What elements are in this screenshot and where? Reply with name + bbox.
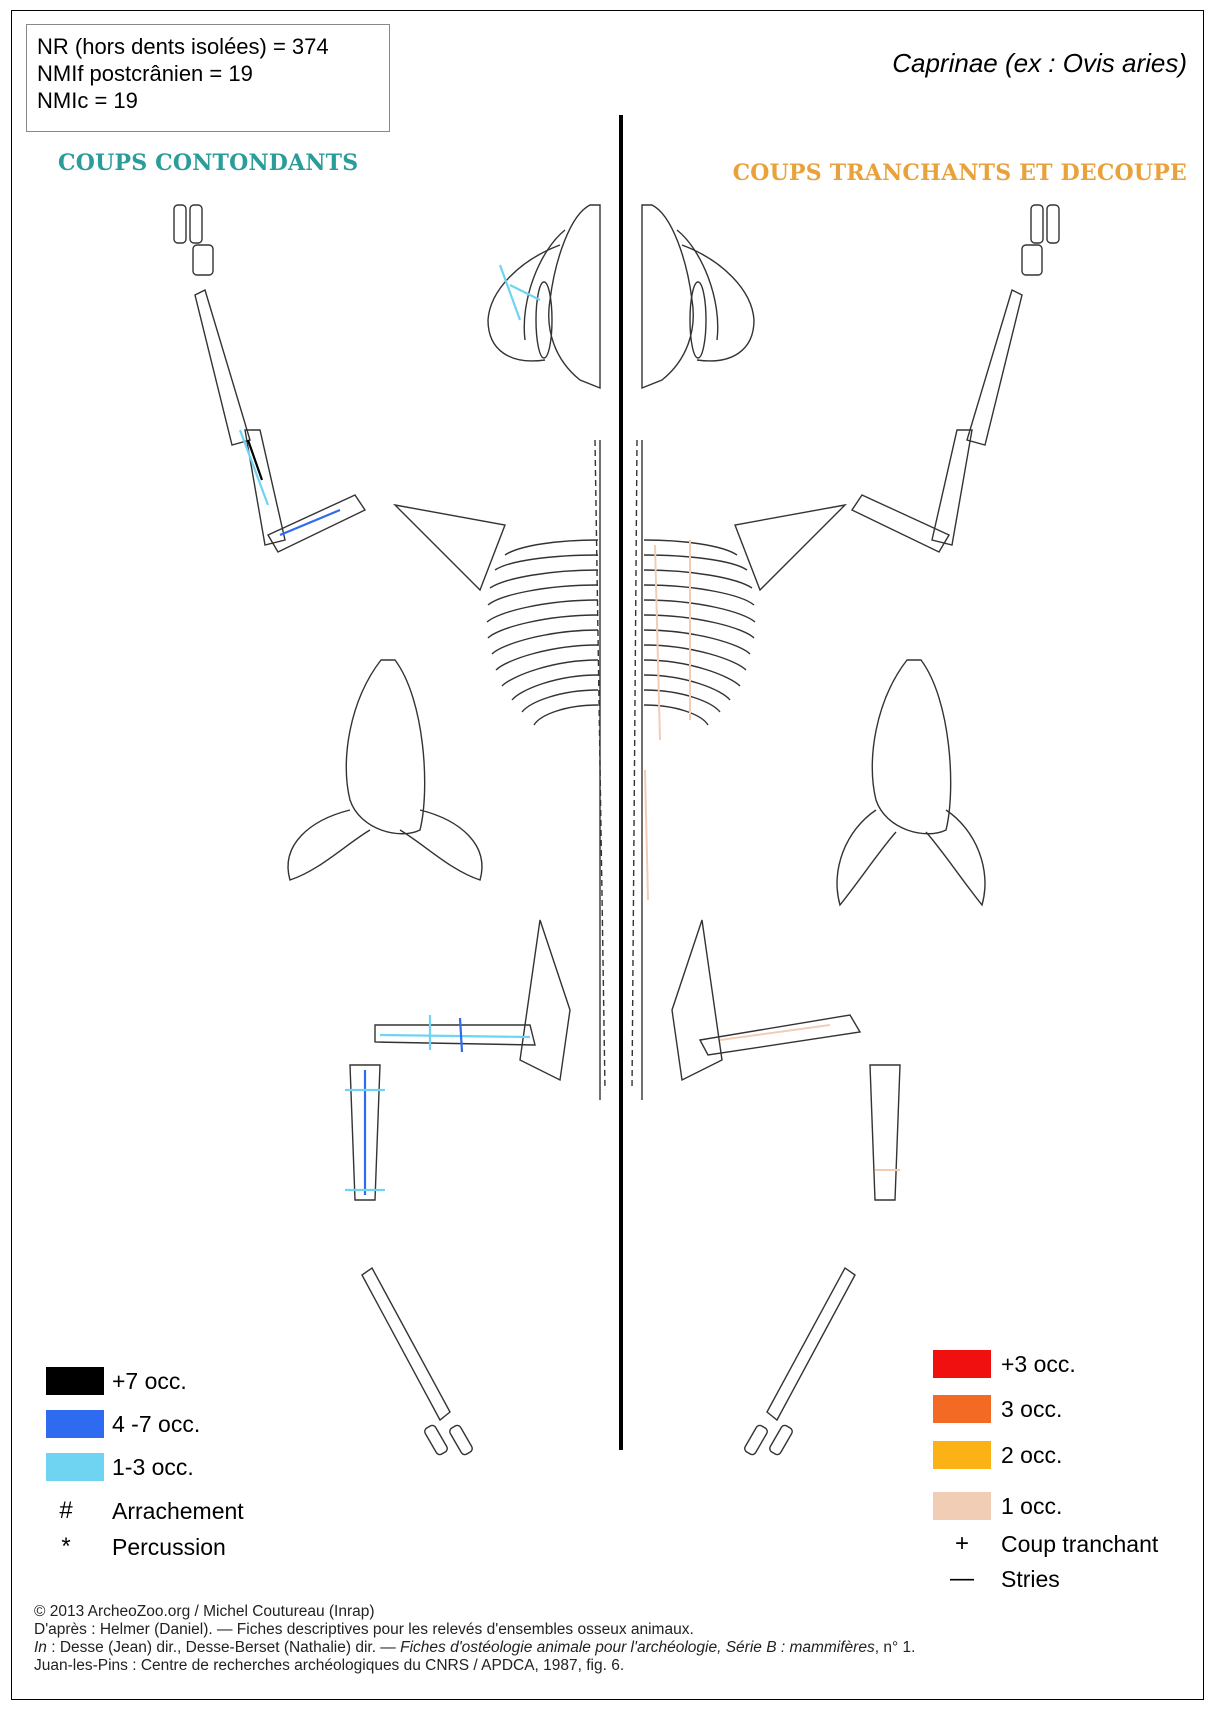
legend-left-row-1-3: 1-3 occ. [46,1453,194,1481]
legend-right-row-1: 1 occ. [933,1492,1062,1520]
legend-symbol-star: * [46,1533,86,1561]
femur-right [700,1015,860,1055]
legend-label-1-3: 1-3 occ. [112,1454,194,1481]
credits-editors: : Desse (Jean) dir., Desse-Berset (Natha… [47,1639,400,1656]
legend-right-row-plus3: +3 occ. [933,1350,1076,1378]
credits: © 2013 ArcheoZoo.org / Michel Coutureau … [34,1603,915,1675]
legend-swatch-4-7 [46,1410,104,1438]
left-forelimb [174,205,365,552]
legend-label-percussion: Percussion [112,1534,226,1561]
legend-label-3: 3 occ. [1001,1396,1062,1423]
legend-symbol-line: — [933,1565,991,1593]
horned-skull-right [837,660,985,905]
blunt-marks [240,265,540,1195]
legend-swatch-plus3 [933,1350,991,1378]
right-hindfoot [743,1268,855,1456]
credits-publisher: Juan-les-Pins : Centre de recherches arc… [34,1657,915,1675]
scapula-right [735,505,845,590]
legend-left-row-plus7: +7 occ. [46,1367,187,1395]
horned-skull-left [288,660,482,880]
legend-symbol-plus: + [933,1530,991,1558]
credits-copyright: © 2013 ArcheoZoo.org / Michel Coutureau … [34,1603,915,1621]
pelvis-right [672,920,722,1080]
legend-right-row-3: 3 occ. [933,1395,1062,1423]
legend-left-row-percussion: * Percussion [46,1533,226,1561]
legend-label-plus3: +3 occ. [1001,1351,1076,1378]
left-hindfoot [362,1268,474,1456]
legend-right-row-coup: + Coup tranchant [933,1530,1158,1558]
legend-label-plus7: +7 occ. [112,1368,187,1395]
legend-right-row-2: 2 occ. [933,1441,1062,1469]
legend-label-coup-tranchant: Coup tranchant [1001,1531,1158,1558]
legend-swatch-3 [933,1395,991,1423]
legend-swatch-1-3 [46,1453,104,1481]
legend-label-1: 1 occ. [1001,1493,1062,1520]
legend-label-2: 2 occ. [1001,1442,1062,1469]
legend-left-row-4-7: 4 -7 occ. [46,1410,200,1438]
credits-source: D'après : Helmer (Daniel). — Fiches desc… [34,1621,915,1639]
scapula-left [395,505,505,590]
vertebral-column [595,440,642,1100]
legend-label-4-7: 4 -7 occ. [112,1411,200,1438]
cut-marks [645,540,900,1170]
credits-series-number: , n° 1. [875,1639,916,1656]
legend-right-row-stries: — Stries [933,1565,1060,1593]
legend-symbol-hash: # [46,1497,86,1525]
tibia-right [870,1065,900,1200]
legend-label-arrachement: Arrachement [112,1498,244,1525]
legend-swatch-2 [933,1441,991,1469]
legend-swatch-plus7 [46,1367,104,1395]
right-forelimb [852,205,1059,552]
legend-label-stries: Stries [1001,1566,1060,1593]
credits-in-label: In [34,1639,47,1656]
legend-swatch-1 [933,1492,991,1520]
legend-left-row-arrachement: # Arrachement [46,1497,244,1525]
credits-series-title: Fiches d'ostéologie animale pour l'arché… [400,1639,875,1656]
pelvis-left [520,920,570,1080]
credits-in-line: In : Desse (Jean) dir., Desse-Berset (Na… [34,1639,915,1657]
